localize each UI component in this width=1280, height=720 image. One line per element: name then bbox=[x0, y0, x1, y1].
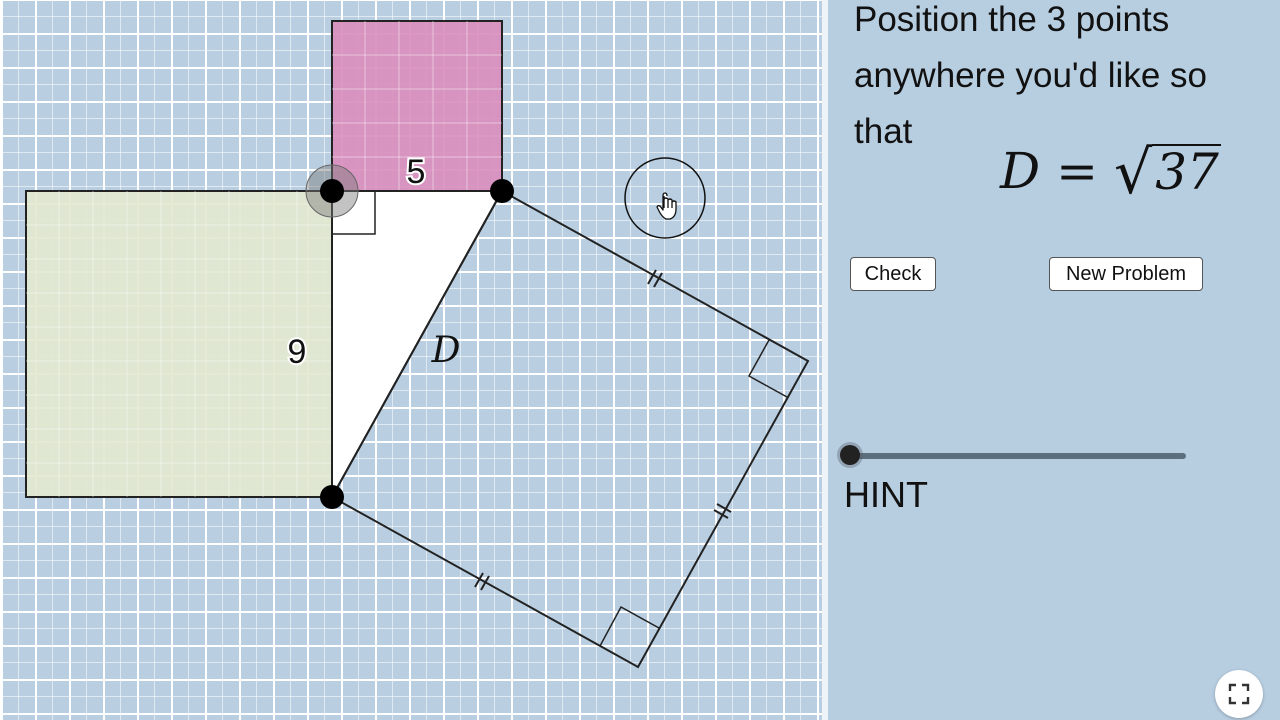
formula-radicand: 37 bbox=[1152, 144, 1221, 198]
square-root: √ 37 bbox=[1114, 138, 1221, 208]
cursor-highlight-ring bbox=[624, 157, 706, 239]
left-square bbox=[25, 190, 333, 498]
side-panel: Position the 3 points anywhere you'd lik… bbox=[828, 0, 1280, 720]
hypotenuse-label: D bbox=[431, 330, 461, 371]
panel-divider bbox=[822, 0, 828, 720]
hint-slider-thumb[interactable] bbox=[840, 445, 860, 465]
target-formula: D = √ 37 bbox=[1000, 138, 1221, 208]
top-square bbox=[331, 20, 503, 192]
square-gridlines bbox=[26, 21, 502, 497]
instruction-text: Position the 3 points anywhere you'd lik… bbox=[854, 0, 1207, 151]
corner-marker-bottom bbox=[599, 605, 660, 647]
draggable-point-b[interactable] bbox=[490, 179, 514, 203]
draggable-point-a[interactable] bbox=[320, 179, 344, 203]
new-problem-button[interactable]: New Problem bbox=[1049, 257, 1203, 291]
fullscreen-icon bbox=[1228, 683, 1250, 705]
right-angle-marker bbox=[332, 191, 376, 235]
draggable-point-c[interactable] bbox=[320, 485, 344, 509]
hypotenuse-square bbox=[330, 189, 810, 669]
left-side-label: 9 bbox=[288, 333, 307, 371]
radical-sign: √ bbox=[1114, 138, 1153, 208]
hint-label: HINT bbox=[844, 474, 928, 515]
hand-cursor-icon bbox=[656, 192, 677, 220]
geometry-figure: 5 9 D bbox=[25, 20, 810, 669]
formula-equals: = bbox=[1056, 142, 1098, 200]
equal-side-ticks bbox=[474, 269, 732, 591]
check-button[interactable]: Check bbox=[850, 257, 936, 291]
fullscreen-button[interactable] bbox=[1215, 670, 1263, 718]
corner-marker-right bbox=[747, 339, 788, 398]
formula-lhs: D bbox=[1000, 142, 1041, 200]
hint-slider-track[interactable] bbox=[850, 453, 1186, 459]
top-side-label: 5 bbox=[407, 153, 426, 191]
